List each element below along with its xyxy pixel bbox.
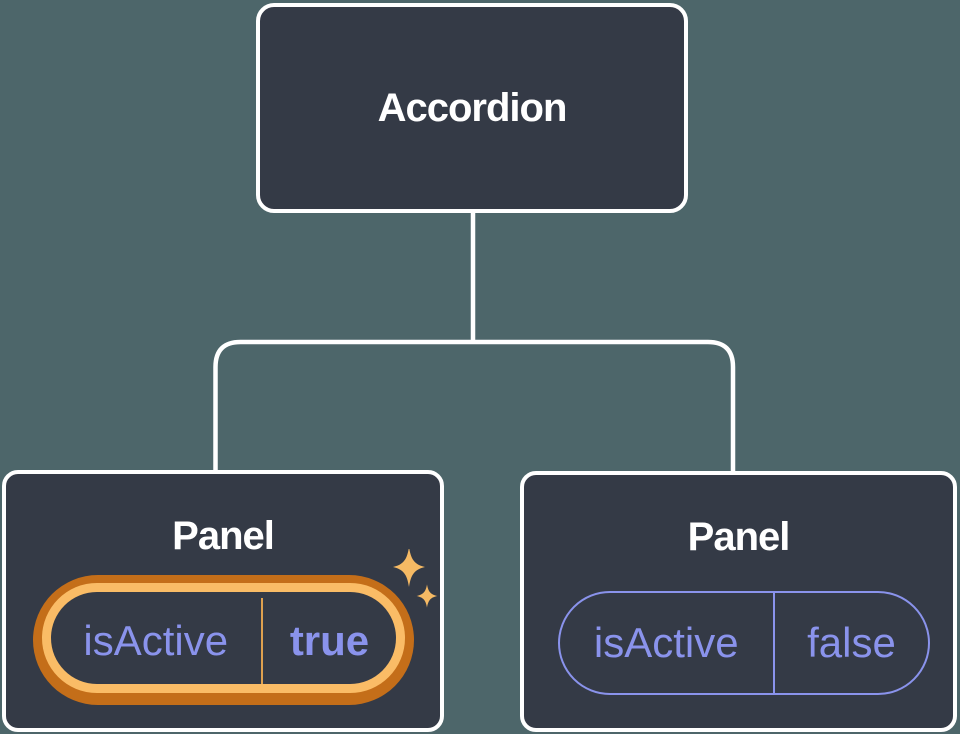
sparkle-small (416, 584, 438, 608)
state-pill-active: isActive true (33, 575, 414, 705)
sparkles-icon (393, 549, 438, 608)
accordion-node: Accordion (256, 3, 688, 213)
pill-divider (772, 593, 775, 693)
pill-divider (260, 598, 263, 684)
state-prop-name: isActive (593, 619, 739, 666)
state-prop-name: isActive (83, 617, 229, 664)
panel-node-inactive: Panel isActive false (520, 471, 957, 732)
state-pill-highlight-ring-outer: isActive true (33, 575, 414, 705)
sparkle-large (393, 549, 426, 587)
state-prop-value: false (807, 619, 896, 666)
panel-title: Panel (172, 514, 275, 558)
connector-branch (213, 339, 736, 472)
panel-node-active: Panel isActive true (2, 470, 444, 732)
accordion-node-label: Accordion (377, 85, 568, 130)
state-pill-inactive: isActive false (558, 591, 930, 695)
state-pill-body: isActive true (51, 592, 396, 684)
state-pill-highlight-ring-inner: isActive true (42, 583, 405, 693)
state-prop-value: true (289, 617, 370, 664)
panel-title: Panel (687, 515, 791, 559)
